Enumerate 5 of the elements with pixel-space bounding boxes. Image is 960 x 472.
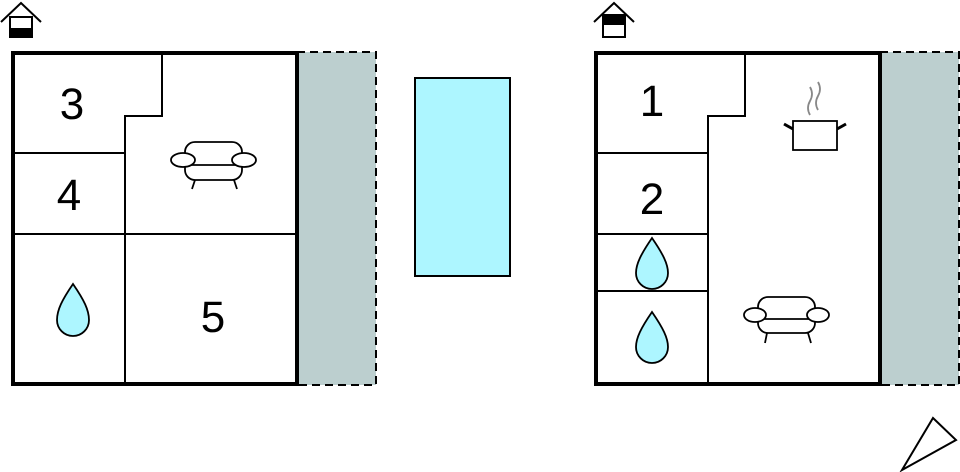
room-number: 1 [640, 80, 664, 124]
room-number: 5 [200, 296, 226, 340]
room-number: 3 [60, 83, 84, 127]
room-number: 2 [640, 178, 664, 222]
room-number: 4 [56, 174, 82, 218]
